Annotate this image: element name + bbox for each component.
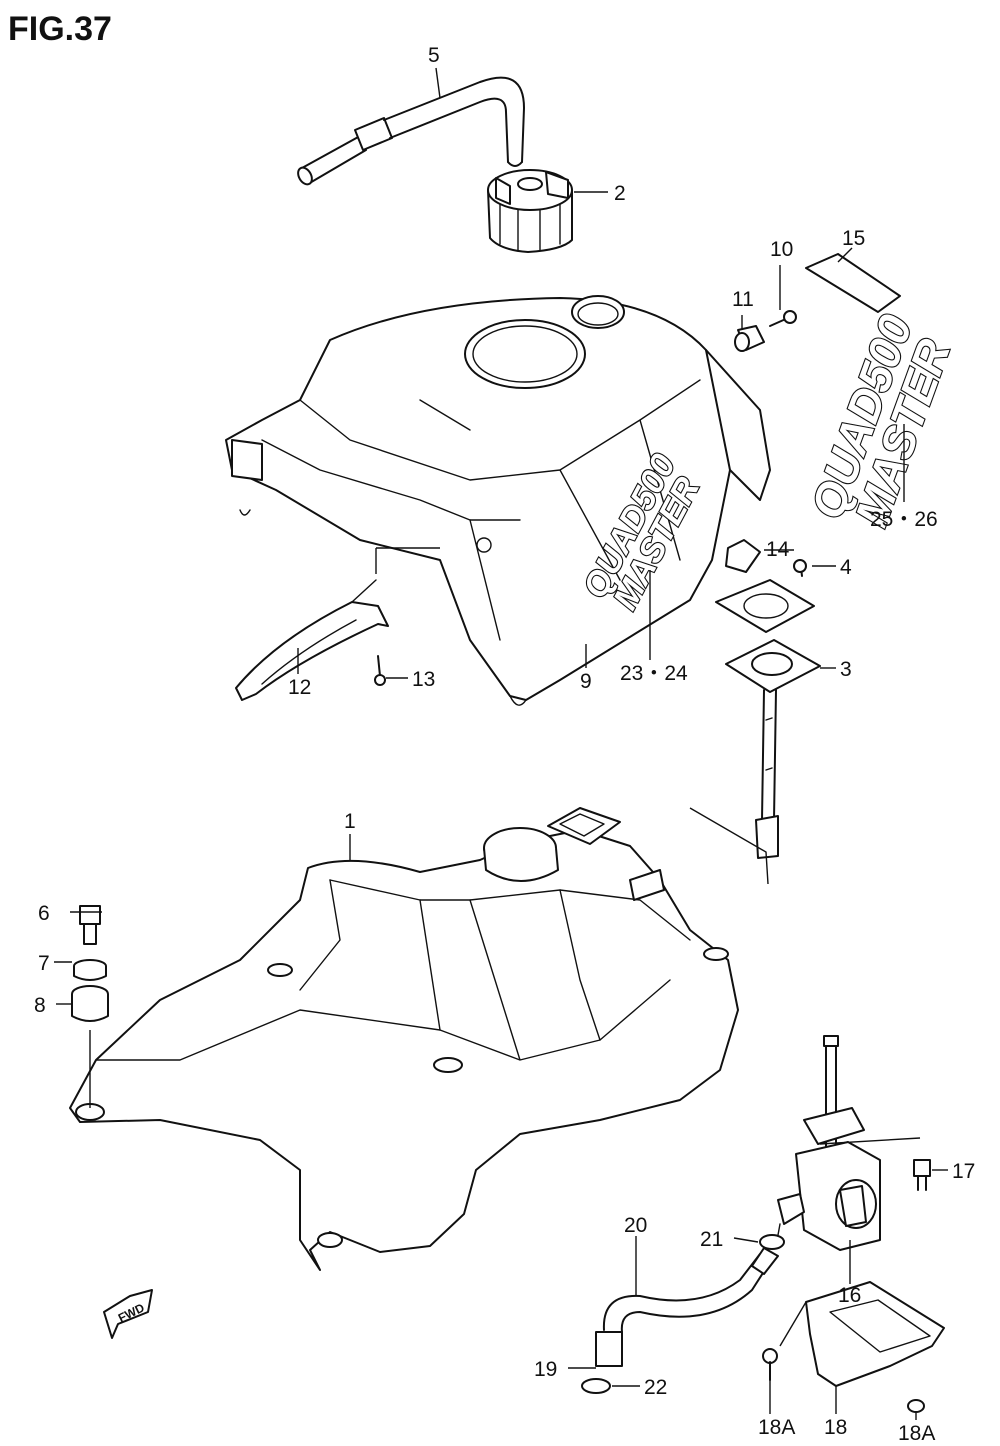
- callout-4: 4: [840, 556, 852, 579]
- callout-20: 19: [534, 1358, 557, 1381]
- fuel-tank-cover: [225, 295, 771, 706]
- callout-2: 2: [614, 182, 626, 205]
- callout-12: 12: [288, 676, 311, 699]
- fuel-gauge-gasket: [715, 579, 815, 633]
- gasket-14: [725, 539, 761, 573]
- screw-13: [374, 655, 386, 686]
- fuel-cap: [487, 169, 573, 253]
- callout-18: 18: [824, 1416, 847, 1439]
- fuel-hose-21: [595, 1247, 779, 1367]
- callout-22-upper: 21: [700, 1228, 723, 1251]
- callout-5: 5: [428, 44, 440, 67]
- callout-8: 8: [34, 994, 46, 1017]
- grommet-18a: [907, 1399, 925, 1413]
- callout-14: 14: [766, 538, 790, 561]
- callout-11: 11: [732, 288, 754, 311]
- callout-22-lower: 22: [644, 1376, 667, 1399]
- callout-9: 9: [580, 670, 592, 693]
- callout-labels: 5 2 15 10 11 25・26 14 4 3 23・24 9 12 13 …: [34, 44, 975, 1445]
- hose-clip-22-lower: [581, 1378, 611, 1394]
- forward-direction-arrow: FWD: [103, 1289, 153, 1339]
- callout-10: 10: [770, 238, 793, 261]
- callout-23-24: 23・24: [620, 662, 688, 685]
- fuel-valve-16: [775, 1035, 921, 1251]
- spacer-11: [734, 325, 765, 352]
- breather-hose: [297, 76, 525, 186]
- emblem-quad-master: QUAD500 MASTER: [800, 307, 962, 534]
- cover-bracket: [235, 579, 389, 701]
- screw-19: [762, 1348, 778, 1381]
- callout-1: 1: [344, 810, 356, 833]
- cushion-strip-15: [805, 253, 901, 313]
- callout-21: 20: [624, 1214, 647, 1237]
- cushion-8: [71, 985, 109, 1108]
- callout-19: 18A: [758, 1416, 795, 1439]
- bolt-6: [79, 905, 101, 945]
- fuel-tank: [69, 807, 739, 1271]
- callout-6: 6: [38, 902, 50, 925]
- hose-clip-22-upper: [759, 1234, 785, 1250]
- collar-7: [73, 959, 107, 981]
- callout-15: 15: [842, 227, 865, 250]
- screw-17: [913, 1159, 931, 1191]
- bolt-10: [769, 310, 797, 327]
- leader-lines: [54, 67, 948, 1420]
- callout-18a: 18A: [898, 1422, 935, 1445]
- callout-25-26: 25・26: [870, 508, 938, 531]
- screw-4: [793, 559, 807, 577]
- callout-7: 7: [38, 952, 50, 975]
- callout-17: 17: [952, 1160, 975, 1183]
- callout-16: 16: [838, 1284, 861, 1307]
- callout-13: 13: [412, 668, 435, 691]
- figure-title: FIG.37: [8, 10, 112, 48]
- fuel-gauge-3: [689, 639, 821, 885]
- callout-3: 3: [840, 658, 852, 681]
- valve-bracket-18: [779, 1281, 945, 1387]
